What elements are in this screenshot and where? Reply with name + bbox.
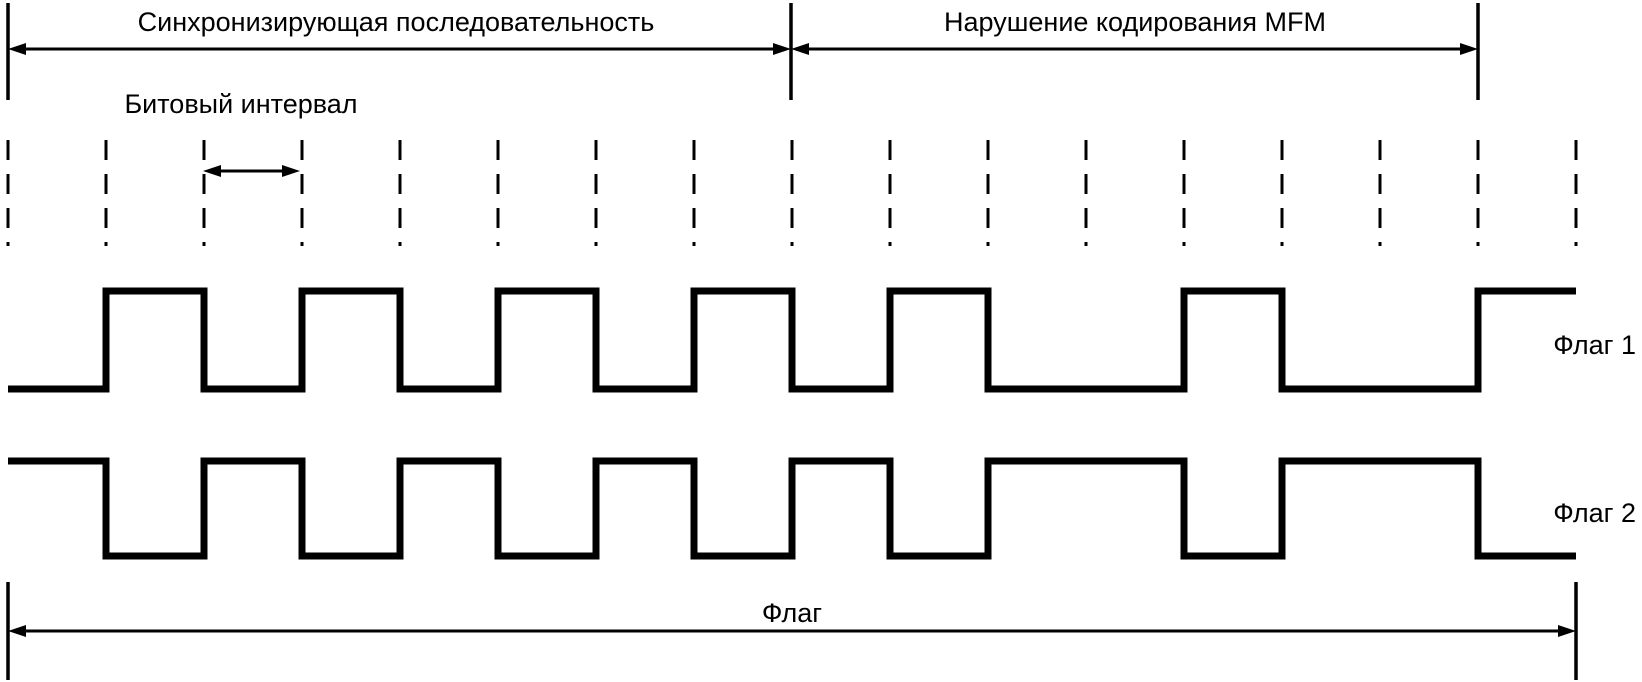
- flag1-label: Флаг 1: [1553, 330, 1636, 360]
- flag2-label: Флаг 2: [1553, 498, 1636, 528]
- mfm-violation-label: Нарушение кодирования MFM: [944, 7, 1326, 37]
- flag-label: Флаг: [762, 598, 822, 628]
- flag2-waveform: [8, 457, 1576, 560]
- bit-interval-dimension: [203, 165, 300, 177]
- bit-interval-label: Битовый интервал: [124, 89, 357, 119]
- mfm-violation-dimension: [791, 43, 1478, 55]
- sync-sequence-label: Синхронизирующая последовательность: [138, 7, 655, 37]
- flag1-waveform: [8, 287, 1576, 393]
- bit-cell-ticks: [6, 140, 1578, 246]
- flag-dimension: [8, 625, 1576, 637]
- sync-sequence-dimension: [8, 43, 791, 55]
